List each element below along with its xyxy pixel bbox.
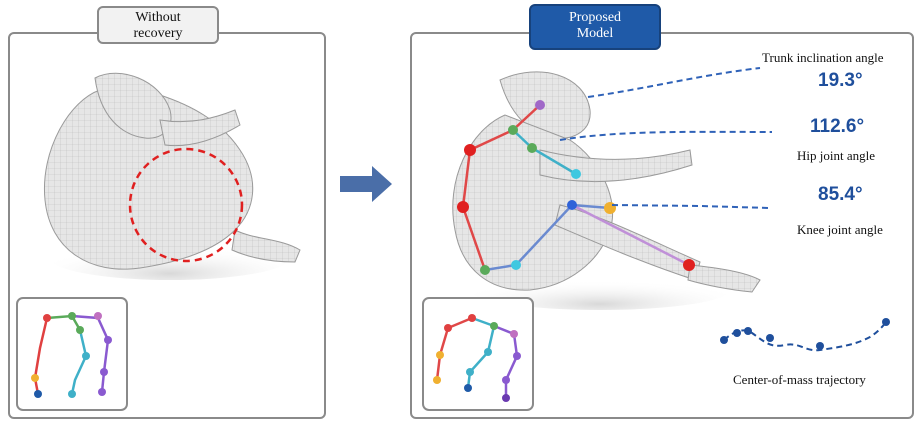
hip-angle-value: 112.6° (810, 116, 865, 137)
com-trajectory-label: Center-of-mass trajectory (733, 372, 866, 387)
right-skeleton (433, 314, 521, 402)
right-tag-line2: Model (576, 26, 614, 41)
annotation-leaders (559, 67, 773, 209)
knee-angle-value: 85.4° (818, 184, 863, 205)
trunk-angle-value: 19.3° (818, 70, 863, 91)
trunk-angle-label: Trunk inclination angle (762, 50, 884, 65)
proposed-model-label: Proposed Model (529, 4, 661, 50)
knee-angle-label: Knee joint angle (797, 222, 883, 237)
left-skeleton (31, 312, 112, 398)
center-of-mass-trajectory (720, 318, 890, 352)
left-tag-line1: Without (135, 10, 181, 25)
right-skeleton-overlay (457, 100, 695, 275)
transition-arrow-icon (340, 166, 392, 202)
left-human-figure (43, 72, 301, 280)
error-region-circle (128, 147, 244, 263)
without-recovery-label: Without recovery (97, 6, 219, 44)
hip-angle-label: Hip joint angle (797, 148, 875, 163)
right-tag-line1: Proposed (568, 10, 622, 25)
left-tag-line2: recovery (133, 26, 183, 41)
right-human-figure (452, 71, 761, 310)
